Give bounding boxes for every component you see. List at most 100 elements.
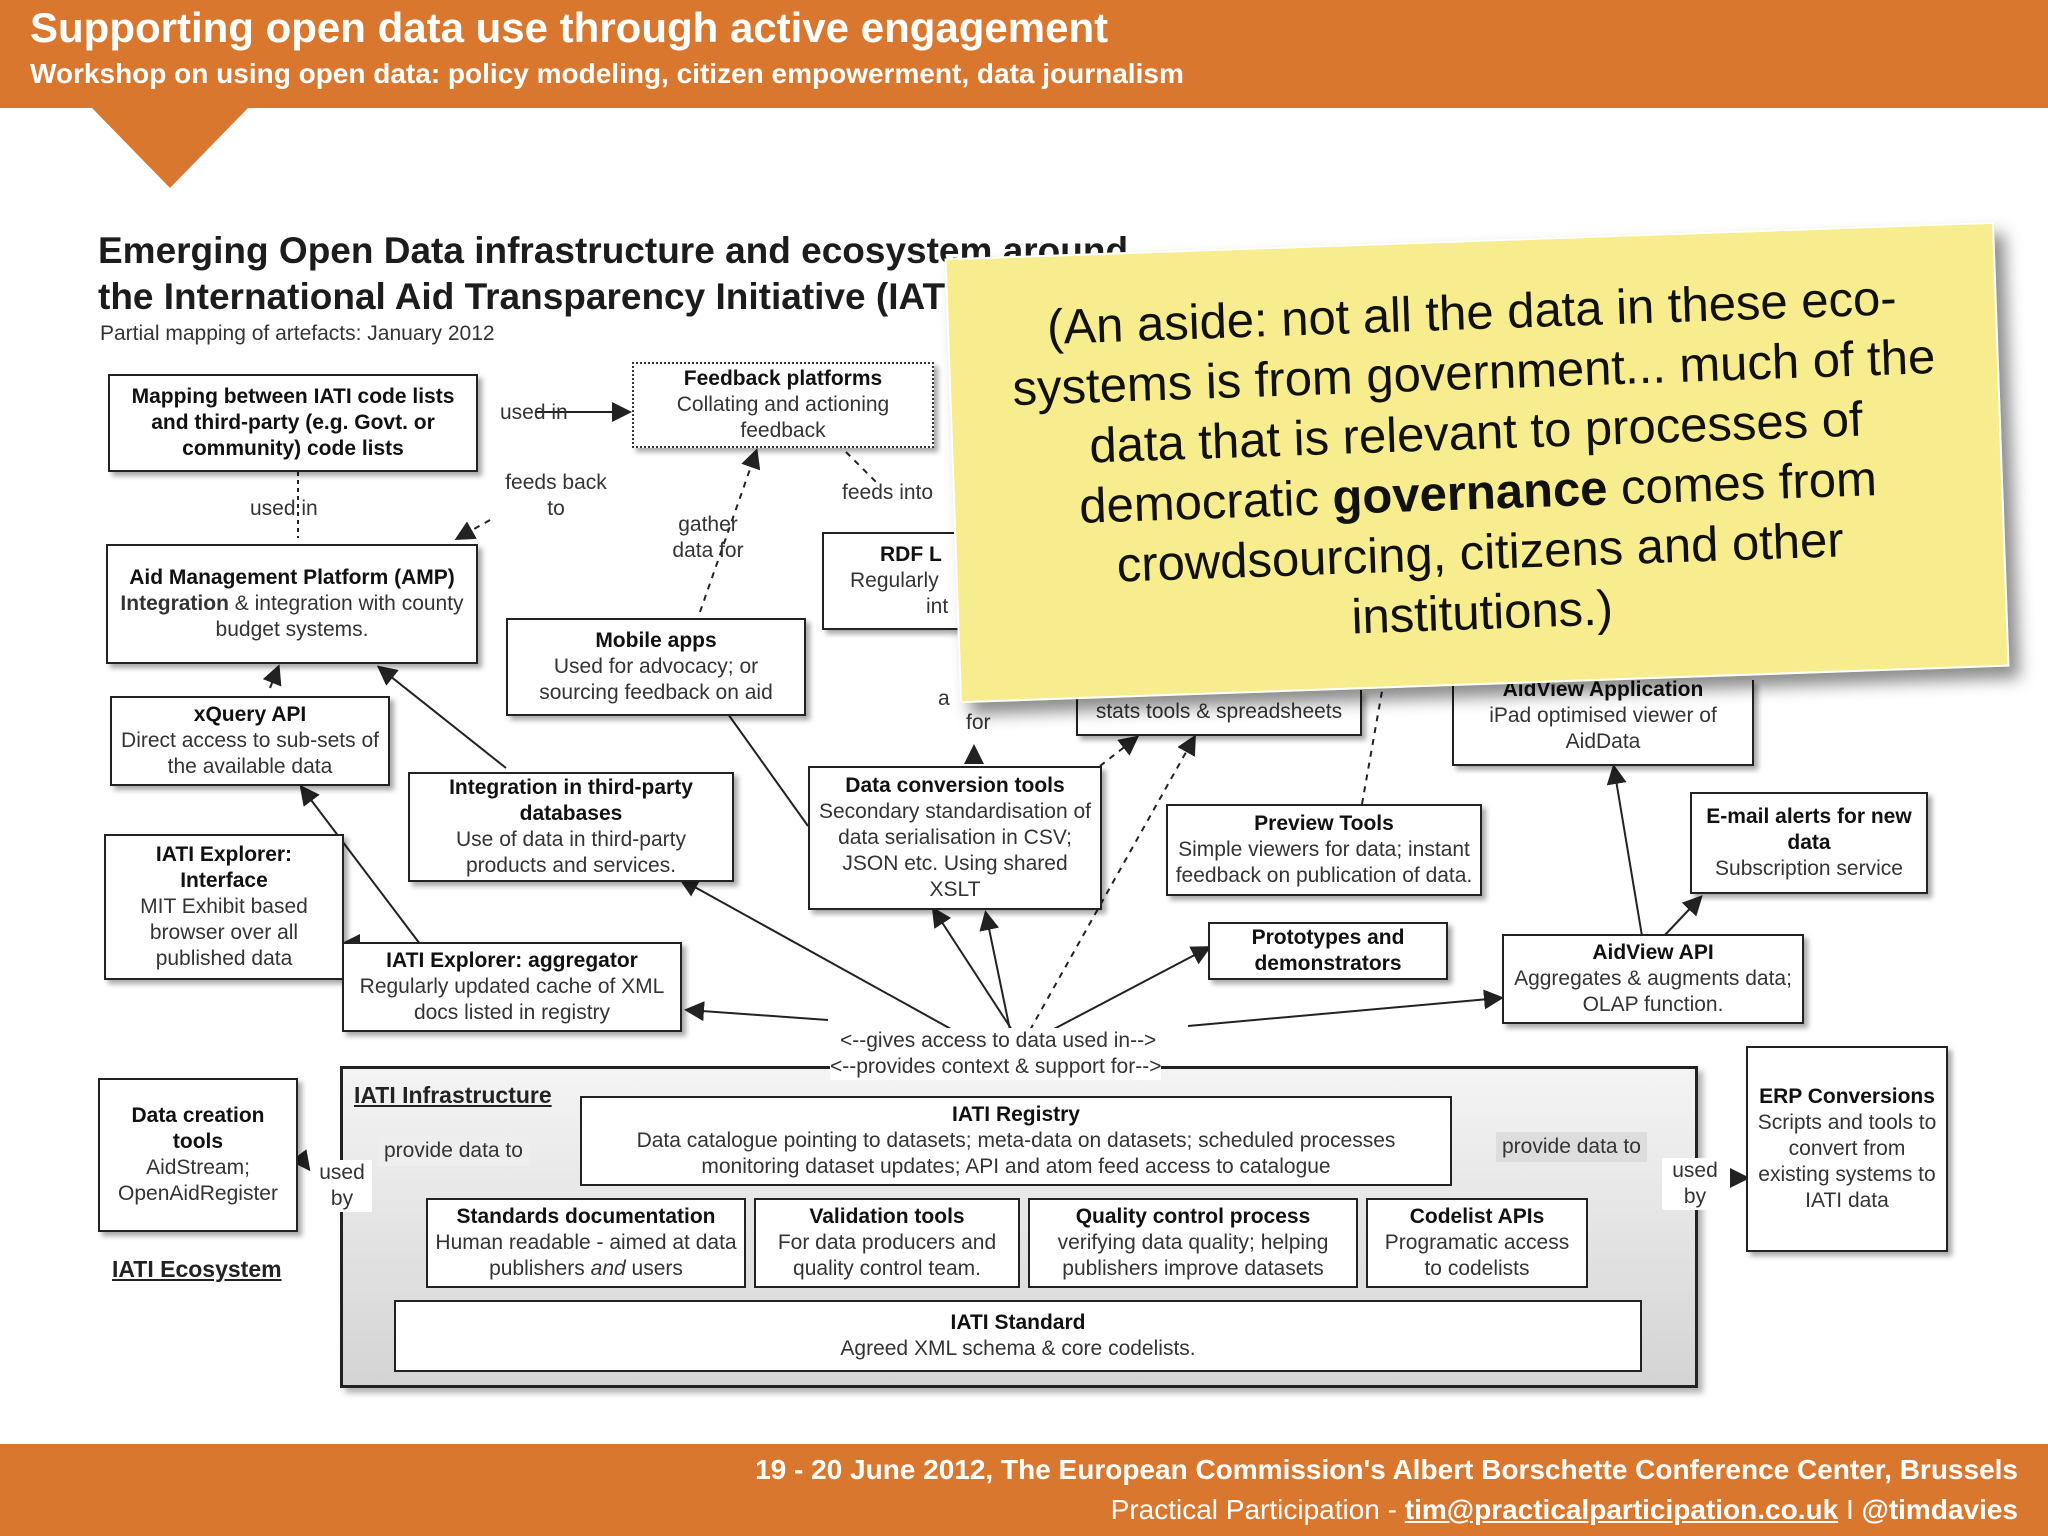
- footer-contact: Practical Participation - tim@practicalp…: [1111, 1494, 2018, 1526]
- box-thirdparty-title: Integration in third-party databases: [449, 776, 693, 825]
- slide-title: Supporting open data use through active …: [30, 4, 1109, 51]
- box-codelist-desc: Programatic access to codelists: [1384, 1231, 1570, 1280]
- label-used-by-right-text: used by: [1672, 1159, 1718, 1208]
- label-for: for: [966, 711, 991, 734]
- box-datacreation-title: Data creation tools: [131, 1104, 265, 1153]
- box-aggregator-desc: Regularly updated cache of XML docs list…: [359, 975, 665, 1024]
- footer-twitter-handle[interactable]: @timdavies: [1861, 1494, 2018, 1525]
- aside-sticky-note: (An aside: not all the data in these eco…: [944, 221, 2010, 704]
- label-gives-access: <--gives access to data used in-->: [840, 1028, 1157, 1054]
- box-data-conversion-tools: Data conversion tools Secondary standard…: [808, 766, 1102, 910]
- box-stats-desc: stats tools & spreadsheets: [1095, 700, 1343, 723]
- infrastructure-title: IATI Infrastructure: [354, 1082, 552, 1108]
- box-quality-control: Quality control process verifying data q…: [1028, 1198, 1358, 1288]
- arrow-thirdparty-amp: [376, 665, 507, 769]
- box-thirdparty-desc: Use of data in third-party products and …: [456, 828, 686, 877]
- aside-text-bold: governance: [1331, 460, 1609, 525]
- box-data-creation-tools: Data creation tools AidStream; OpenAidRe…: [98, 1078, 298, 1232]
- footer-banner: 19 - 20 June 2012, The European Commissi…: [0, 1444, 2048, 1536]
- ecosystem-diagram: Emerging Open Data infrastructure and ec…: [98, 230, 1948, 1388]
- box-aidview-api-desc: Aggregates & augments data; OLAP functio…: [1514, 967, 1792, 1016]
- label-a: a: [938, 687, 950, 710]
- slide-subtitle: Workshop on using open data: policy mode…: [30, 58, 1184, 89]
- box-aidview-api-title: AidView API: [1592, 941, 1714, 964]
- box-conversion-desc: Secondary standardisation of data serial…: [818, 800, 1091, 901]
- box-aidview-app-title: AidView Application: [1502, 678, 1704, 701]
- ecosystem-title: IATI Ecosystem: [112, 1256, 282, 1282]
- box-iati-explorer-interface: IATI Explorer: Interface MIT Exhibit bas…: [104, 834, 344, 980]
- box-conversion-title: Data conversion tools: [845, 774, 1065, 797]
- arrow-hub-conversion-a: [931, 906, 1013, 1031]
- footer-email-link[interactable]: tim@practicalparticipation.co.uk: [1404, 1494, 1839, 1525]
- label-feeds-back-to: feeds back to: [496, 470, 616, 522]
- label-provides-context: <--provides context & support for-->: [830, 1054, 1162, 1080]
- label-used-by-left: used by: [312, 1160, 372, 1212]
- box-prototypes-title: Prototypes and demonstrators: [1251, 926, 1405, 975]
- box-standards-desc-em: and: [590, 1257, 626, 1280]
- arrow-hub-conversion-b: [979, 910, 1011, 1031]
- box-standards-desc: Human readable - aimed at data publisher…: [434, 1230, 738, 1282]
- box-aidview-application: AidView Application iPad optimised viewe…: [1452, 678, 1754, 766]
- label-used-in-1: used in: [500, 401, 568, 424]
- arrow-usedby-left: [290, 1149, 311, 1172]
- box-rdf-desc: Regularly: [850, 569, 939, 592]
- box-erp-conversions: ERP Conversions Scripts and tools to con…: [1746, 1046, 1948, 1252]
- arrow-hub-aggregator: [684, 1001, 829, 1022]
- box-stats-tools: stats tools & spreadsheets: [1076, 690, 1362, 736]
- box-validation-tools: Validation tools For data producers and …: [754, 1198, 1020, 1288]
- box-preview-title: Preview Tools: [1254, 812, 1394, 835]
- box-aidview-api: AidView API Aggregates & augments data; …: [1502, 934, 1804, 1024]
- box-standards-desc-end: users: [631, 1257, 683, 1280]
- box-amp-title: Aid Management Platform (AMP): [129, 566, 455, 589]
- box-amp-desc-bold: Integration: [120, 592, 229, 615]
- box-iati-registry: IATI Registry Data catalogue pointing to…: [580, 1096, 1452, 1186]
- box-interface-title: IATI Explorer: Interface: [155, 843, 293, 892]
- box-standard-desc: Agreed XML schema & core codelists.: [840, 1337, 1196, 1360]
- label-used-by-right: used by: [1662, 1158, 1728, 1210]
- box-aid-management-platform: Aid Management Platform (AMP) Integratio…: [106, 544, 478, 664]
- box-validation-title: Validation tools: [809, 1205, 965, 1228]
- label-used-in-2: used in: [250, 497, 318, 520]
- label-feeds-back-to-text: feeds back to: [505, 471, 607, 520]
- box-codelist-apis: Codelist APIs Programatic access to code…: [1366, 1198, 1588, 1288]
- box-email-desc: Subscription service: [1715, 857, 1903, 880]
- box-prototypes: Prototypes and demonstrators: [1208, 922, 1448, 980]
- banner-pointer: [92, 108, 248, 188]
- footer-separator: I: [1838, 1494, 1862, 1525]
- box-erp-desc: Scripts and tools to convert from existi…: [1757, 1111, 1937, 1212]
- box-quality-title: Quality control process: [1075, 1205, 1311, 1228]
- box-aggregator-title: IATI Explorer: aggregator: [386, 949, 638, 972]
- box-datacreation-desc: AidStream; OpenAidRegister: [118, 1156, 278, 1205]
- box-iati-standard: IATI Standard Agreed XML schema & core c…: [394, 1300, 1642, 1372]
- box-email-title: E-mail alerts for new data: [1706, 805, 1912, 854]
- box-feedback-platforms: Feedback platforms Collating and actioni…: [632, 362, 934, 448]
- box-amp-desc-text: & integration with county budget systems…: [215, 592, 464, 641]
- label-provide-data-left: provide data to: [378, 1136, 529, 1166]
- box-quality-desc: verifying data quality; helping publishe…: [1057, 1231, 1329, 1280]
- arrow-hub-prototypes: [1051, 946, 1212, 1031]
- box-email-alerts: E-mail alerts for new data Subscription …: [1690, 792, 1928, 894]
- box-mobile-title: Mobile apps: [595, 629, 717, 652]
- footer-event-info: 19 - 20 June 2012, The European Commissi…: [755, 1454, 2018, 1485]
- title-banner: Supporting open data use through active …: [0, 0, 2048, 108]
- label-used-by-left-text: used by: [319, 1161, 365, 1210]
- box-validation-desc: For data producers and quality control t…: [777, 1231, 997, 1280]
- arrow-feedback-amp: [454, 519, 491, 540]
- label-feeds-into: feeds into: [842, 481, 934, 504]
- box-rdf-desc2: int: [926, 595, 949, 618]
- box-iati-explorer-aggregator: IATI Explorer: aggregator Regularly upda…: [342, 942, 682, 1032]
- box-standard-title: IATI Standard: [950, 1311, 1086, 1334]
- box-xquery-api: xQuery API Direct access to sub-sets of …: [110, 696, 390, 786]
- box-mapping-code-lists: Mapping between IATI code lists and thir…: [108, 374, 478, 472]
- box-feedback-title: Feedback platforms: [683, 367, 883, 390]
- box-xquery-desc: Direct access to sub-sets of the availab…: [121, 729, 379, 778]
- box-preview-tools: Preview Tools Simple viewers for data; i…: [1166, 804, 1482, 896]
- box-standards-title: Standards documentation: [456, 1205, 716, 1228]
- box-codelist-title: Codelist APIs: [1409, 1205, 1545, 1228]
- box-third-party-databases: Integration in third-party databases Use…: [408, 772, 734, 882]
- box-mobile-desc: Used for advocacy; or sourcing feedback …: [539, 655, 773, 704]
- arrow-hub-aidview-api: [1187, 989, 1504, 1027]
- box-erp-title: ERP Conversions: [1759, 1085, 1935, 1108]
- box-interface-desc: MIT Exhibit based browser over all publi…: [140, 895, 308, 970]
- box-feedback-desc: Collating and actioning feedback: [676, 393, 890, 442]
